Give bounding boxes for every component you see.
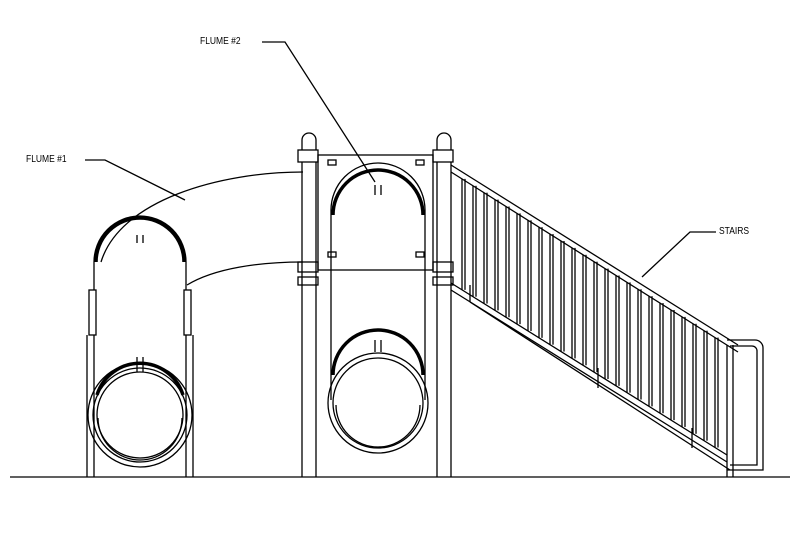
flume-1-label: FLUME #1 [26, 154, 67, 165]
leader-lines [85, 41, 716, 278]
tower [297, 132, 454, 477]
flume-1-tube [86, 215, 194, 477]
flume-2-label: FLUME #2 [200, 36, 241, 47]
stairs [450, 164, 764, 477]
flume-2-tube [327, 162, 429, 454]
stairs-label: STAIRS [719, 226, 750, 237]
flume-1-curve [100, 171, 304, 286]
